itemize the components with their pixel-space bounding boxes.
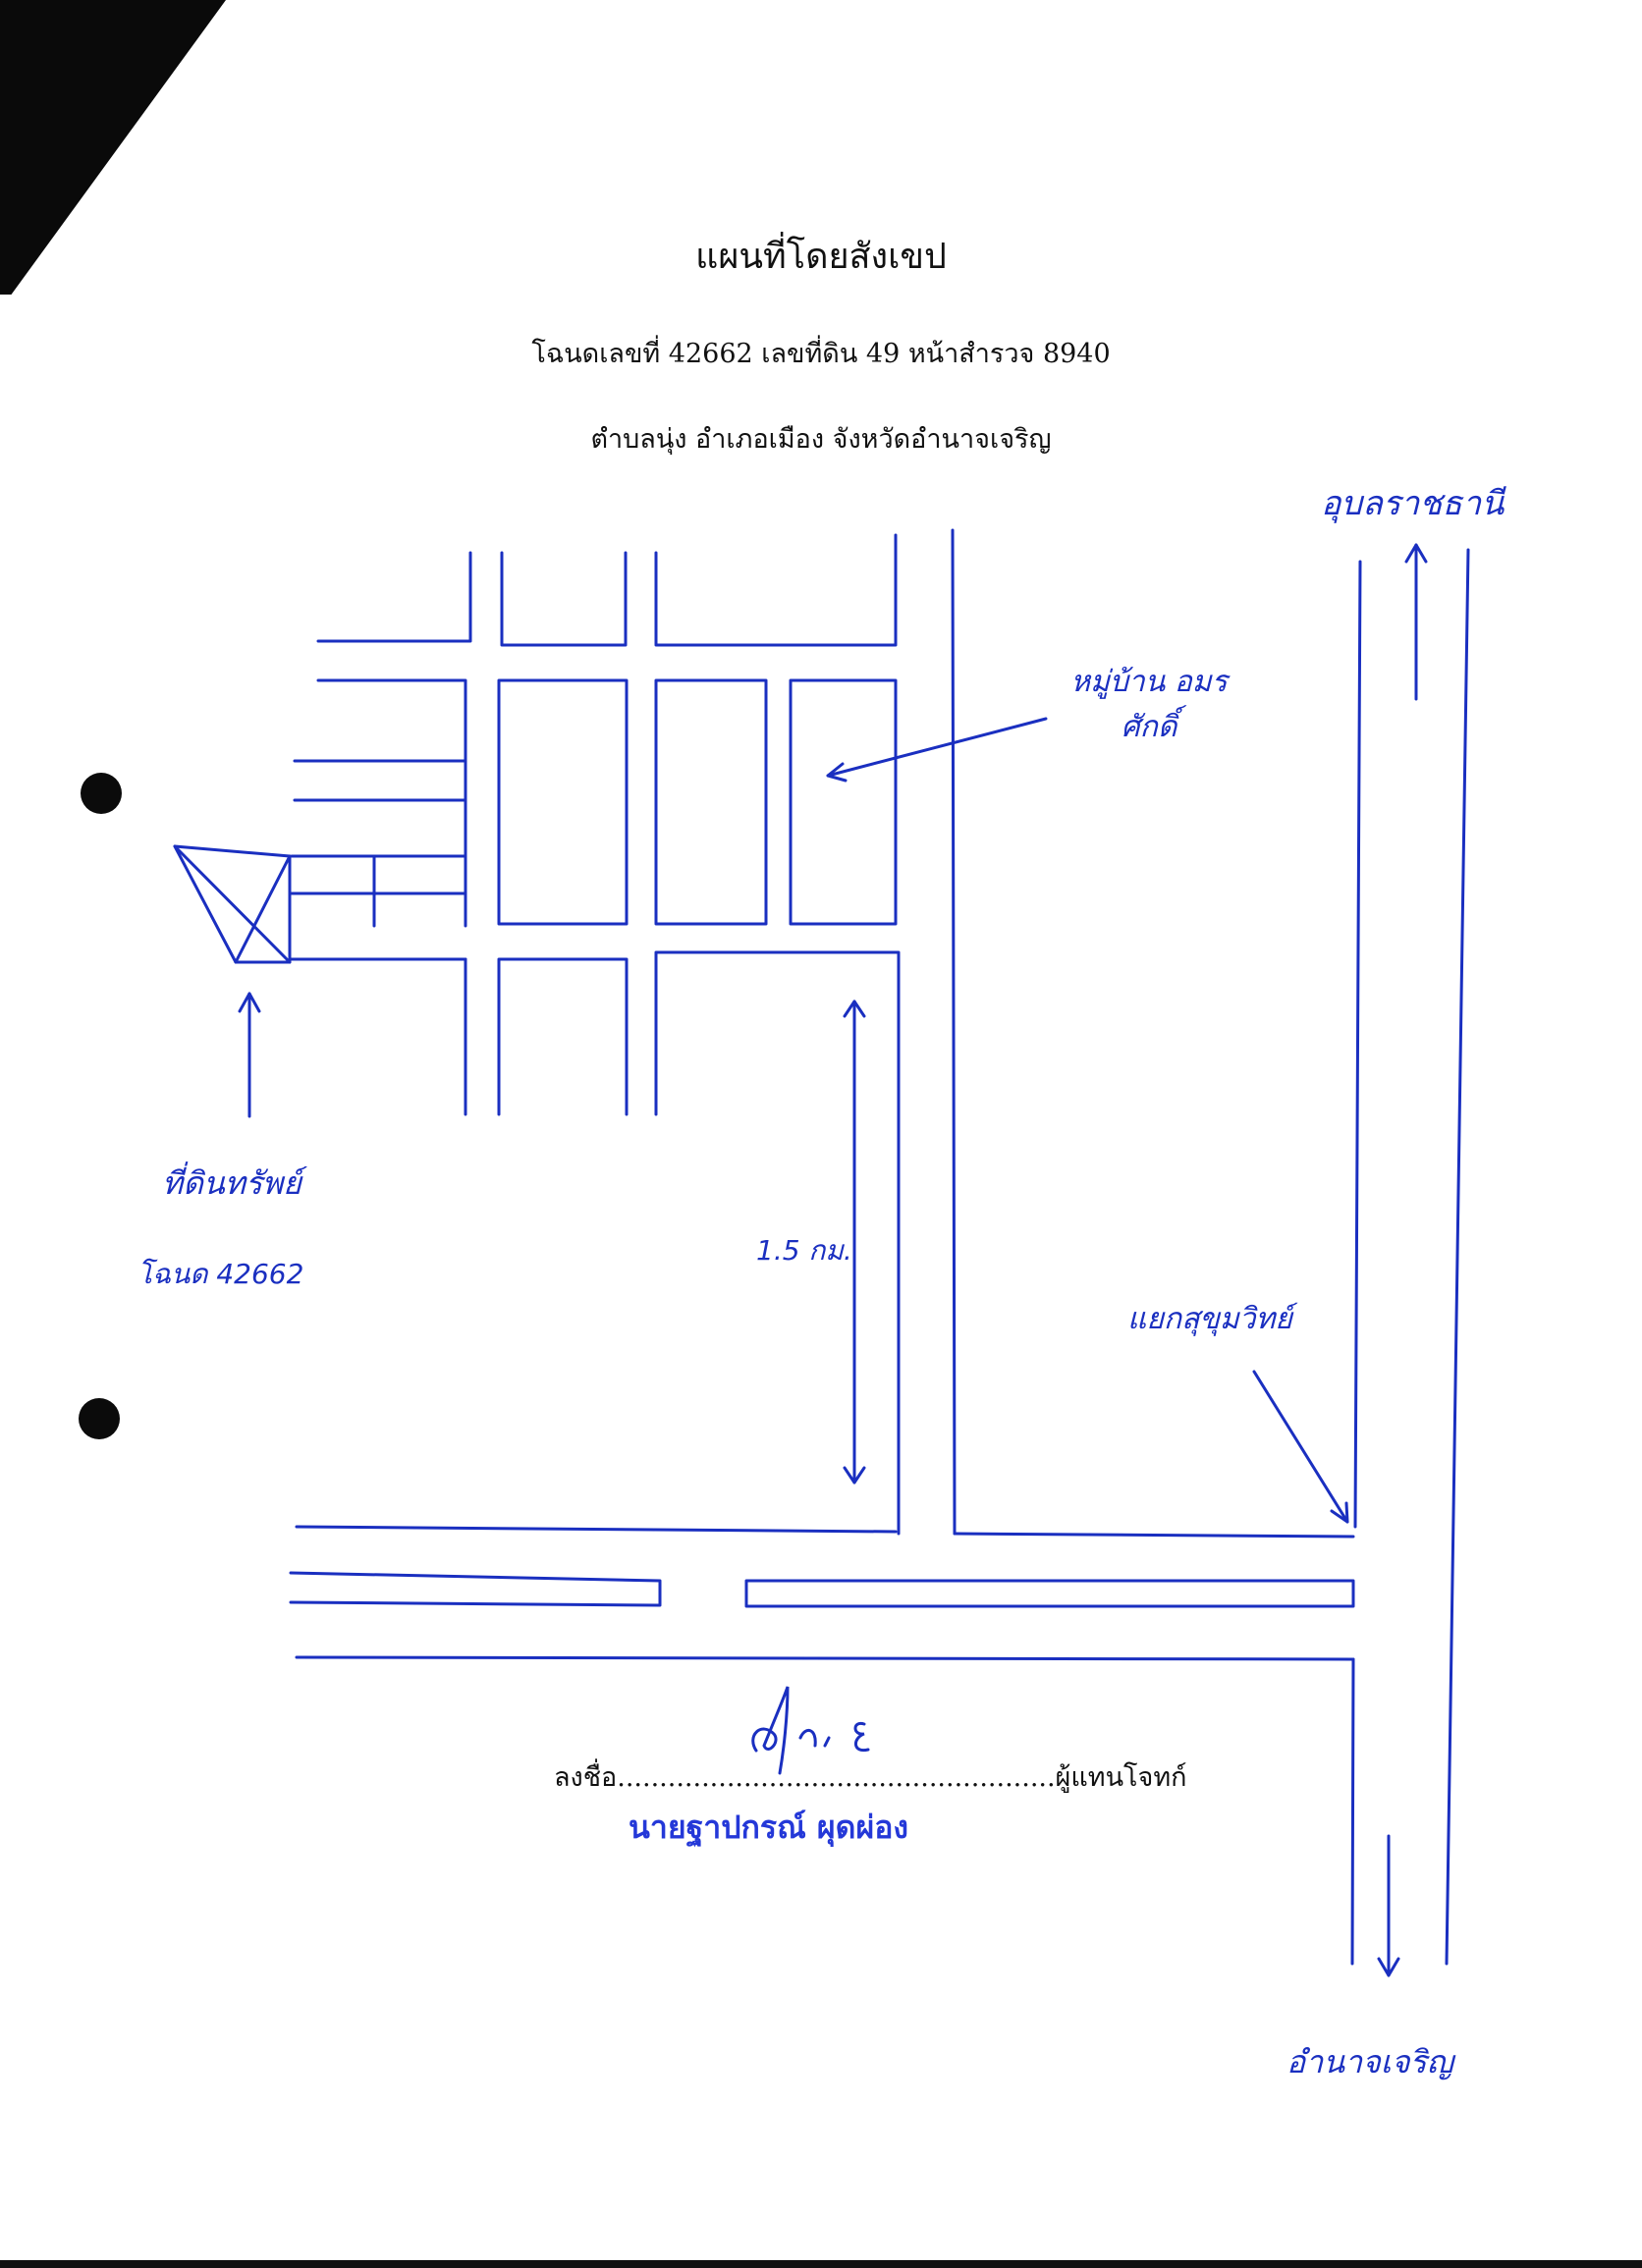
property-deed-label: โฉนด 42662 [137,1258,304,1290]
south-destination-label: อำนาจเจริญ [1286,2043,1453,2080]
property-label: ที่ดินทรัพย์ [162,1164,301,1202]
north-destination-label: อุบลราชธานี [1321,484,1505,523]
location-line: ตำบลนุ่ง อำเภอเมือง จังหวัดอำนาจเจริญ [590,424,1052,455]
deed-info-line: โฉนดเลขที่ 42662 เลขที่ดิน 49 หน้าสำรวจ … [531,339,1111,369]
village-label: หมู่บ้าน อมรศักดิ์ [1070,665,1228,744]
signer-name-stamp: นายฐาปกรณ์ ผุดผ่อง [629,1809,909,1846]
punch-hole-bottom [79,1398,120,1439]
handwritten-signature [751,1686,870,1775]
village-grid [288,533,901,1536]
distance-label: 1.5 กม. [756,1234,852,1267]
map-arrows [238,543,1428,1977]
signature-line: ลงชื่อ..................................… [554,1762,1187,1793]
junction-label: แยกสุขุมวิทย์ [1127,1302,1292,1336]
scan-bottom-edge [0,2260,1642,2268]
document-title: แผนที่โดยสังเขป [695,237,947,277]
punch-hole-top [81,773,122,814]
main-roads [289,528,1470,1966]
property-parcel [173,844,292,964]
